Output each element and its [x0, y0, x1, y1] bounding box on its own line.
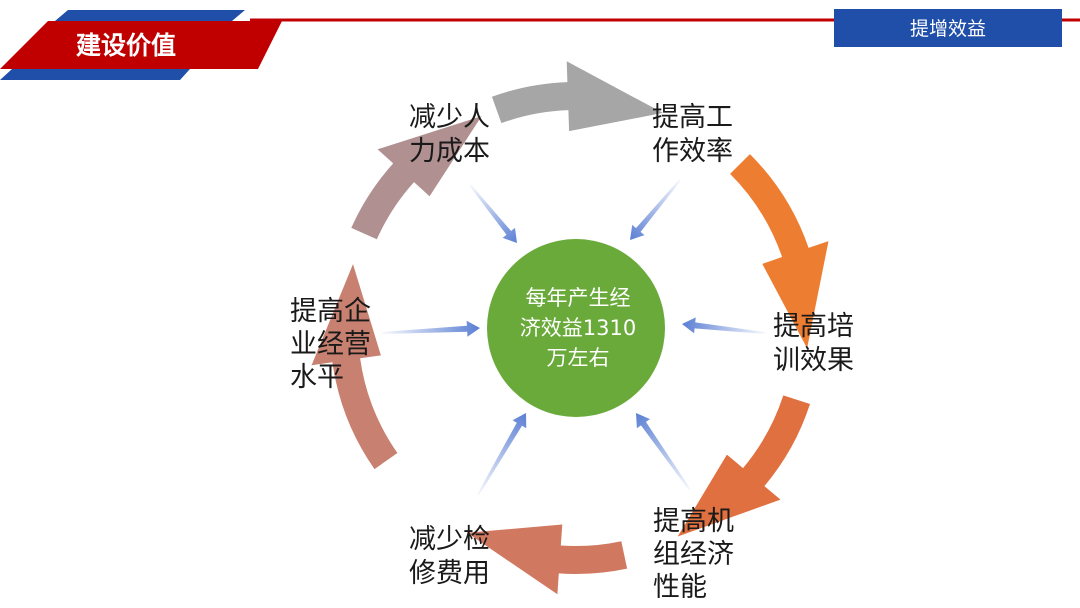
- node-improve-efficiency-line-2: 作效率: [652, 136, 733, 167]
- spoke-arrow-from-efficiency: [630, 179, 681, 240]
- node-reduce-labor-line-1: 减少人: [409, 102, 490, 133]
- node-improve-management-line-2: 业经营: [290, 329, 371, 360]
- node-improve-training-line-2: 训效果: [773, 345, 854, 376]
- node-reduce-maintenance-line-2: 修费用: [409, 558, 490, 589]
- cycle-arrows: [311, 61, 829, 595]
- node-improve-management-line-1: 提高企: [290, 296, 371, 327]
- spoke-arrow-from-training: [682, 317, 766, 334]
- cycle-arrow-efficiency-to-training: [730, 154, 829, 349]
- cycle-arrow-training-to-unit-economy: [677, 395, 810, 537]
- center-text-line-3: 万左右: [547, 346, 610, 370]
- cycle-arrow-maintenance-to-management: [311, 264, 398, 470]
- center-circle: [487, 239, 665, 417]
- header-blue-stripe-top: [55, 10, 245, 21]
- spoke-arrow-from-maintenance: [477, 413, 527, 496]
- node-improve-unit-economy: 提高机 组经济 性能: [653, 506, 734, 603]
- node-reduce-maintenance-line-1: 减少检: [409, 524, 490, 555]
- node-reduce-labor-line-2: 力成本: [409, 136, 490, 167]
- node-improve-management: 提高企 业经营 水平: [290, 296, 371, 393]
- node-improve-unit-economy-line-3: 性能: [653, 572, 707, 603]
- header-tag: 提增效益: [910, 18, 986, 40]
- node-improve-efficiency-line-1: 提高工: [652, 102, 733, 133]
- cycle-arrow-management-to-labor: [351, 116, 482, 240]
- node-improve-unit-economy-line-1: 提高机: [653, 506, 734, 537]
- header-blue-stripe-bottom: [0, 69, 190, 80]
- spoke-arrow-from-maintenance-shape: [477, 413, 527, 496]
- node-improve-training: 提高培 训效果: [773, 311, 854, 376]
- node-reduce-maintenance: 减少检 修费用: [409, 524, 490, 589]
- header: 建设价值 提增效益: [0, 9, 1080, 80]
- node-improve-unit-economy-line-2: 组经济: [653, 539, 734, 570]
- center-text-line-1: 每年产生经: [526, 286, 631, 310]
- spoke-arrow-from-management-shape: [381, 320, 480, 337]
- spoke-arrow-from-training-shape: [682, 317, 766, 334]
- spoke-arrow-from-efficiency-shape: [630, 179, 681, 240]
- spoke-arrow-from-labor: [469, 184, 517, 243]
- header-title: 建设价值: [76, 31, 176, 60]
- node-improve-management-line-3: 水平: [290, 362, 344, 393]
- header-tag-box: [834, 9, 1062, 47]
- node-improve-training-line-1: 提高培: [773, 311, 854, 342]
- center-text-line-2: 济效益1310: [520, 316, 636, 340]
- spoke-arrow-from-unit-economy-shape: [636, 413, 691, 491]
- node-improve-efficiency: 提高工 作效率: [652, 102, 733, 167]
- header-red-banner: [0, 21, 282, 69]
- cycle-arrow-unit-economy-to-maintenance: [467, 524, 628, 595]
- spoke-arrow-from-management: [381, 320, 480, 337]
- spoke-arrows: [381, 179, 766, 496]
- center-node: 每年产生经 济效益1310 万左右: [487, 239, 665, 417]
- spoke-arrow-from-labor-shape: [469, 184, 517, 243]
- spoke-arrow-from-unit-economy: [636, 413, 691, 491]
- node-reduce-labor: 减少人 力成本: [409, 102, 490, 167]
- cycle-arrow-labor-to-efficiency: [491, 61, 663, 132]
